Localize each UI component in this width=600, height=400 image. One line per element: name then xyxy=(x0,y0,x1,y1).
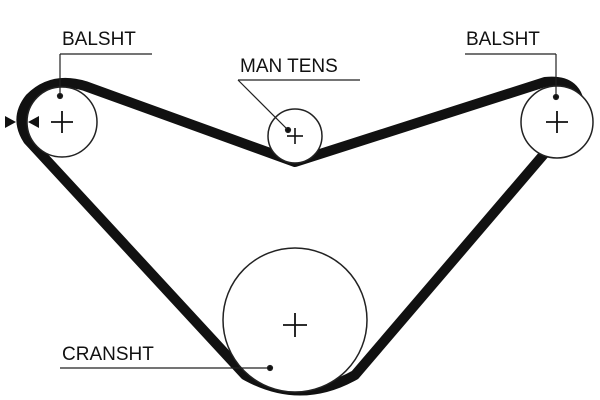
right-balance-shaft-pulley xyxy=(520,85,594,159)
manual-tensioner-pulley xyxy=(267,108,323,164)
leader-lines xyxy=(56,53,560,372)
crankshaft-pulley xyxy=(222,247,368,393)
timing-mark-icon xyxy=(5,116,39,128)
label-manual-tensioner: MAN TENS xyxy=(240,56,338,77)
label-right-balance-shaft: BALSHT xyxy=(466,29,540,50)
label-crankshaft: CRANSHT xyxy=(62,344,154,365)
plus-icon xyxy=(287,128,303,144)
label-left-balance-shaft: BALSHT xyxy=(62,29,136,50)
left-balance-shaft-pulley xyxy=(26,86,98,158)
plus-icon xyxy=(51,111,73,133)
plus-icon xyxy=(283,313,307,337)
plus-icon xyxy=(546,111,568,133)
timing-belt xyxy=(16,76,585,396)
